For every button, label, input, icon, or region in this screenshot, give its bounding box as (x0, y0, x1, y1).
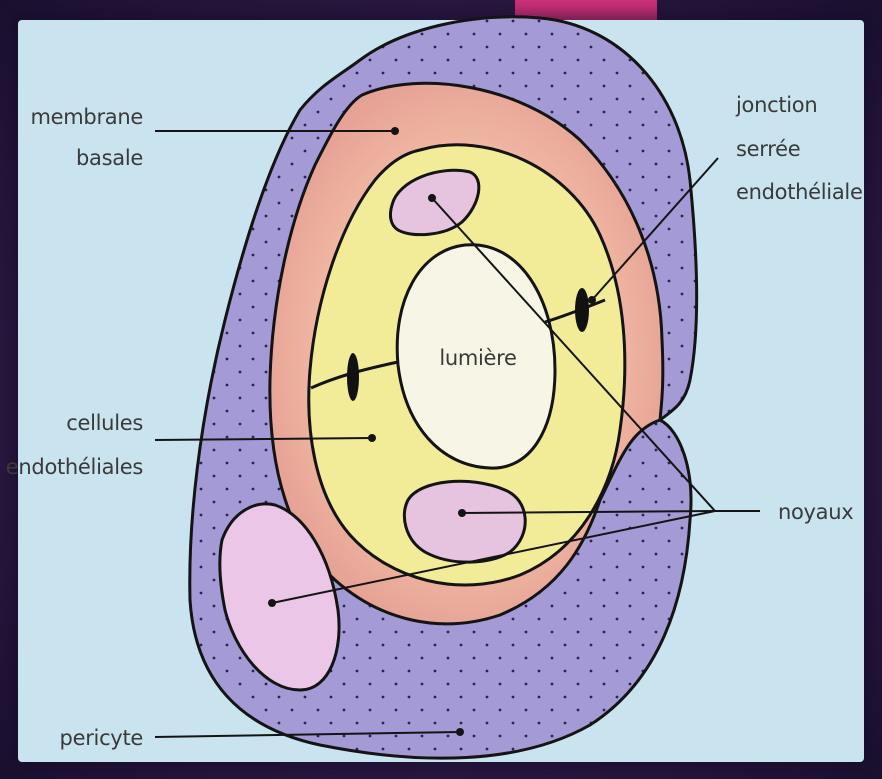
label-noyaux: noyaux (778, 500, 853, 524)
nucleus-bottom (404, 481, 525, 562)
junction-marker-right (575, 288, 589, 332)
label-jonction-line1: jonction (735, 93, 817, 117)
label-cellules-line2: endothéliales (6, 455, 143, 479)
label-membrane-line2: basale (76, 146, 143, 170)
label-cellules-line1: cellules (66, 411, 143, 435)
dot-noyau-top (428, 194, 436, 202)
label-jonction-line3: endothéliale (736, 180, 863, 204)
label-membrane-line1: membrane (31, 105, 144, 129)
dot-pericyte (456, 728, 464, 736)
label-pericyte: pericyte (60, 726, 143, 750)
label-jonction-line2: serrée (736, 137, 800, 161)
junction-marker-left (347, 353, 359, 401)
dot-cellules (368, 434, 376, 442)
dot-jonction (588, 296, 596, 304)
dot-membrane (391, 127, 399, 135)
dot-noyau-mid (458, 509, 466, 517)
label-lumiere: lumière (439, 346, 516, 370)
dot-noyau-peri (268, 599, 276, 607)
